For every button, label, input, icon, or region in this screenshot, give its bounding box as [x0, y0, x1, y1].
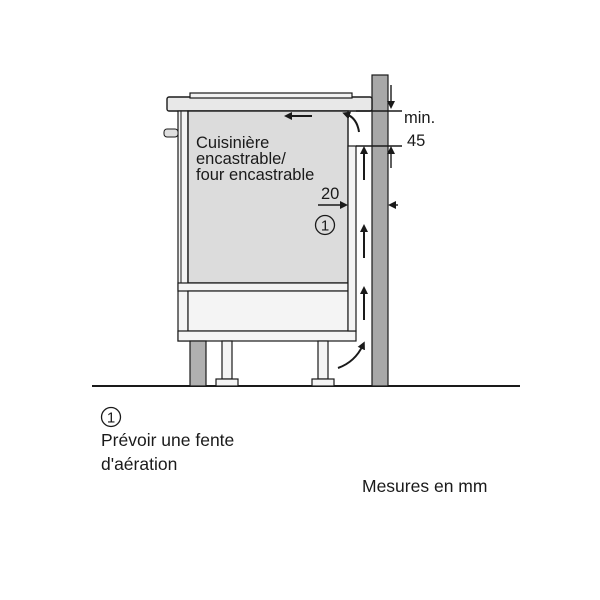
cooktop-glass: [189, 92, 353, 99]
drawer: [187, 290, 349, 332]
plinth-shelf: [177, 330, 357, 342]
gap-top-label-line-1: min.: [404, 109, 435, 127]
airflow-curve-top: [342, 111, 360, 133]
legend-text-line-1: Prévoir une fente: [101, 430, 234, 450]
leg-rear: [311, 340, 335, 387]
wall: [371, 74, 389, 387]
appliance-knob: [163, 128, 179, 138]
airflow-curve-bottom: [337, 341, 365, 369]
plinth-left: [189, 340, 207, 387]
appliance-label-line-1: Cuisinière: [196, 134, 269, 152]
leg-front: [215, 340, 239, 387]
cabinet-rear-panel: [347, 145, 357, 332]
dimension-top-gap: [356, 85, 402, 168]
lower-panel: [177, 282, 349, 292]
appliance-label-line-2: encastrable/: [196, 150, 286, 168]
legend-text-line-2: d'aération: [101, 454, 177, 474]
gap-side-label: 20: [321, 185, 339, 203]
appliance-label-line-3: four encastrable: [196, 166, 314, 184]
airflow-arrows: [284, 111, 368, 369]
worktop: [166, 96, 373, 112]
callout-marker-diagram: 1: [314, 214, 336, 236]
gap-top-label-line-2: 45: [407, 132, 425, 150]
legend-marker: 1: [100, 406, 122, 428]
callout-marker-number: 1: [321, 218, 329, 235]
units-note: Mesures en mm: [362, 476, 487, 496]
legend-marker-number: 1: [107, 410, 115, 427]
cabinet-side-left: [177, 110, 189, 342]
